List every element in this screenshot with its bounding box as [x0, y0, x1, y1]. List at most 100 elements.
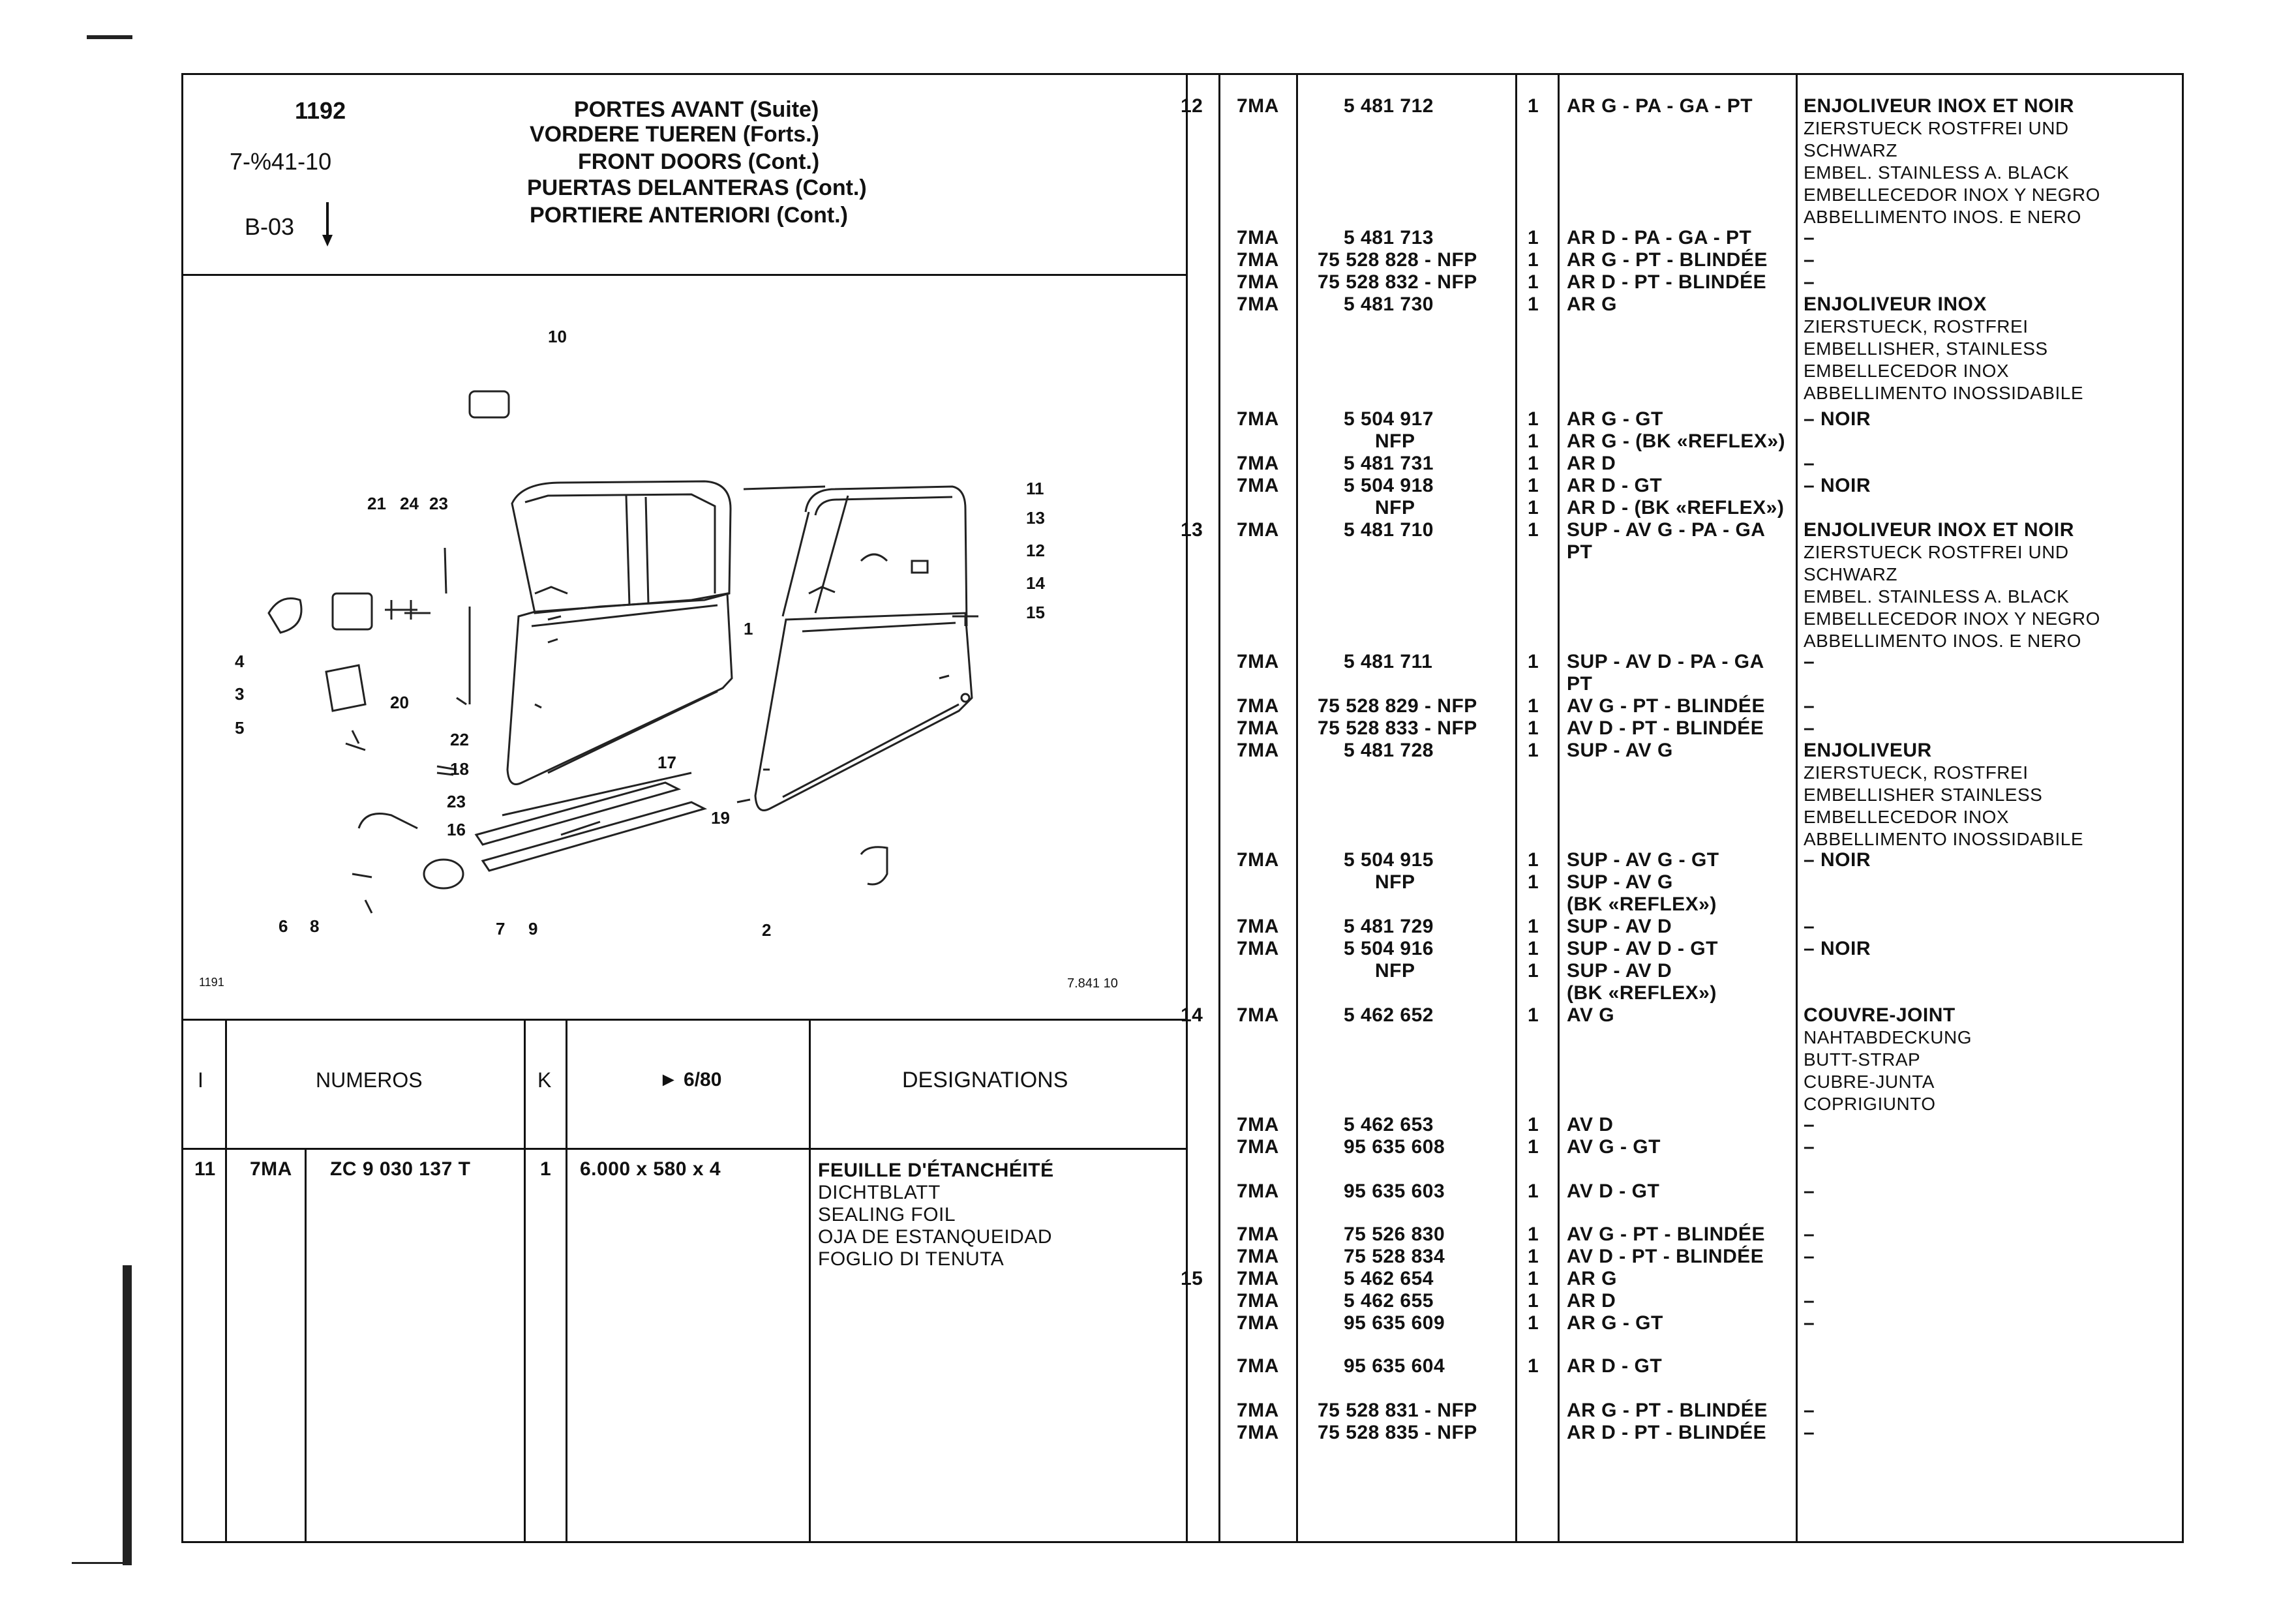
callout-17: 17	[657, 753, 676, 772]
designation-title: –	[1804, 1246, 1815, 1267]
part-reference: 75 528 832 - NFP	[1318, 271, 1477, 293]
designation-title: –	[1804, 1400, 1815, 1421]
application: SUP - AV G - PA - GA	[1567, 519, 1766, 541]
col-header-designations: DESIGNATIONS	[902, 1068, 1068, 1092]
model-code: 7MA	[1237, 453, 1279, 474]
designation-title: ENJOLIVEUR	[1804, 740, 1932, 761]
item-number: 13	[1181, 519, 1203, 541]
part-reference: NFP	[1375, 960, 1415, 982]
designation-title: –	[1804, 249, 1815, 271]
item-number: 12	[1181, 95, 1203, 117]
quantity: 1	[1528, 1312, 1539, 1334]
designation-title: –	[1804, 1180, 1815, 1202]
designation-title: –	[1804, 916, 1815, 937]
item-number: 11	[194, 1158, 216, 1180]
col-header-k: K	[537, 1068, 552, 1092]
designation-line: ABBELLIMENTO INOSSIDABILE	[1804, 383, 2084, 403]
designation-line: ZIERSTUECK ROSTFREI UND	[1804, 542, 2069, 562]
designation-title: –	[1804, 1312, 1815, 1334]
application: (BK «REFLEX»)	[1567, 894, 1717, 915]
part-reference: 5 462 654	[1344, 1268, 1434, 1289]
model-code: 7MA	[1237, 1114, 1279, 1135]
callout-19: 19	[711, 808, 730, 828]
designation-title: –	[1804, 1290, 1815, 1312]
callout-11: 11	[1026, 479, 1044, 498]
application: AR G	[1567, 293, 1617, 315]
model-code: 7MA	[1237, 1312, 1279, 1334]
model-code: 7MA	[1237, 475, 1279, 496]
part-reference: 5 462 652	[1344, 1004, 1434, 1026]
application: AR D - PT - BLINDÉE	[1567, 1422, 1767, 1443]
part-reference: 5 504 918	[1344, 475, 1434, 496]
application: AV G - GT	[1567, 1136, 1661, 1158]
callout-2: 2	[762, 920, 772, 940]
designation-title: –	[1804, 271, 1815, 293]
quantity: 1	[1528, 1268, 1539, 1289]
part-reference: 5 481 713	[1344, 227, 1434, 248]
part-reference: 75 528 831 - NFP	[1318, 1400, 1477, 1421]
model-code: 7MA	[1237, 249, 1279, 271]
quantity: 1	[1528, 95, 1539, 117]
quantity: 1	[1528, 916, 1539, 937]
designation-title: –	[1804, 453, 1815, 474]
quantity: 1	[540, 1158, 552, 1180]
quantity: 1	[1528, 249, 1539, 271]
callout-3: 3	[235, 684, 245, 704]
model-code: 7MA	[1237, 651, 1279, 672]
title-it: PORTIERE ANTERIORI (Cont.)	[530, 203, 848, 228]
application: SUP - AV G	[1567, 871, 1673, 893]
down-arrow-icon	[320, 202, 335, 251]
quantity: 1	[1528, 1180, 1539, 1202]
application: AR D - (BK «REFLEX»)	[1567, 497, 1785, 518]
designation-line: SCHWARZ	[1804, 140, 1898, 160]
col-line-1	[225, 1019, 227, 1543]
model-code: 7MA	[1237, 849, 1279, 871]
callout-20: 20	[390, 693, 409, 712]
model-code: 7MA	[1237, 938, 1279, 959]
part-reference: 5 481 712	[1344, 95, 1434, 117]
model-code: 7MA	[1237, 1180, 1279, 1202]
part-reference: 5 462 653	[1344, 1114, 1434, 1135]
col-line-4	[566, 1019, 567, 1543]
quantity: 1	[1528, 1355, 1539, 1377]
designation-de: DICHTBLATT	[818, 1182, 941, 1203]
designation-es: OJA DE ESTANQUEIDAD	[818, 1226, 1053, 1248]
designation-title: –	[1804, 1114, 1815, 1135]
designation-it: FOGLIO DI TENUTA	[818, 1248, 1004, 1270]
model-code: 7MA	[250, 1158, 292, 1180]
application: AV G - PT - BLINDÉE	[1567, 695, 1765, 717]
application: SUP - AV D	[1567, 960, 1672, 982]
application: AR D - GT	[1567, 1355, 1663, 1377]
col-header-date: ► 6/80	[659, 1069, 722, 1090]
callout-4: 4	[235, 652, 245, 671]
col-line-5	[809, 1019, 811, 1543]
title-es: PUERTAS DELANTERAS (Cont.)	[527, 175, 867, 200]
designation-line: ZIERSTUECK, ROSTFREI	[1804, 762, 2029, 783]
item-number: 14	[1181, 1004, 1203, 1026]
quantity: 1	[1528, 717, 1539, 739]
code-top: 7-%41-10	[230, 148, 332, 175]
model-code: 7MA	[1237, 1355, 1279, 1377]
application: AV G - PT - BLINDÉE	[1567, 1224, 1765, 1245]
quantity: 1	[1528, 651, 1539, 672]
header-separator	[181, 274, 1188, 276]
designation-title: ENJOLIVEUR INOX	[1804, 293, 1987, 315]
rcol-line-2	[1296, 73, 1298, 1543]
callout-5: 5	[235, 718, 245, 738]
model-code: 7MA	[1237, 408, 1279, 430]
application: AR G - PT - BLINDÉE	[1567, 249, 1768, 271]
model-code: 7MA	[1237, 740, 1279, 761]
part-reference: 5 481 728	[1344, 740, 1434, 761]
designation-line: EMBEL. STAINLESS A. BLACK	[1804, 586, 2070, 607]
quantity: 1	[1528, 1136, 1539, 1158]
part-reference: 5 481 730	[1344, 293, 1434, 315]
designation-line: EMBELLECEDOR INOX	[1804, 361, 2010, 381]
designation-title: –	[1804, 1136, 1815, 1158]
model-code: 7MA	[1237, 227, 1279, 248]
part-reference: 75 528 835 - NFP	[1318, 1422, 1477, 1443]
part-reference: 5 504 915	[1344, 849, 1434, 871]
callout-15: 15	[1026, 603, 1045, 622]
designation-title: – NOIR	[1804, 849, 1871, 871]
quantity: 1	[1528, 271, 1539, 293]
quantity: 1	[1528, 740, 1539, 761]
